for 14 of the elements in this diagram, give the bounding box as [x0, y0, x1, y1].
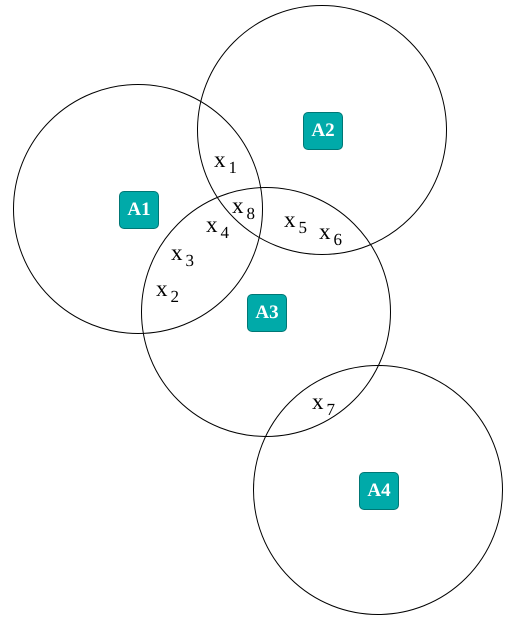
element-label: x$_{5}$ — [284, 208, 307, 236]
set-label-tag: A4 — [359, 472, 399, 510]
element-label: x$_{7}$ — [312, 390, 335, 418]
element-label: x$_{4}$ — [206, 213, 229, 241]
set-circle — [197, 5, 447, 255]
element-label: x$_{2}$ — [156, 277, 179, 305]
element-label: x$_{3}$ — [171, 241, 194, 269]
element-label: x$_{6}$ — [319, 220, 342, 248]
set-label-tag: A2 — [303, 112, 343, 150]
set-label-tag: A3 — [247, 294, 287, 332]
set-label-tag: A1 — [119, 191, 159, 229]
element-label: x$_{8}$ — [232, 194, 255, 222]
set-circle — [253, 365, 503, 615]
element-label: x$_{1}$ — [214, 148, 237, 176]
